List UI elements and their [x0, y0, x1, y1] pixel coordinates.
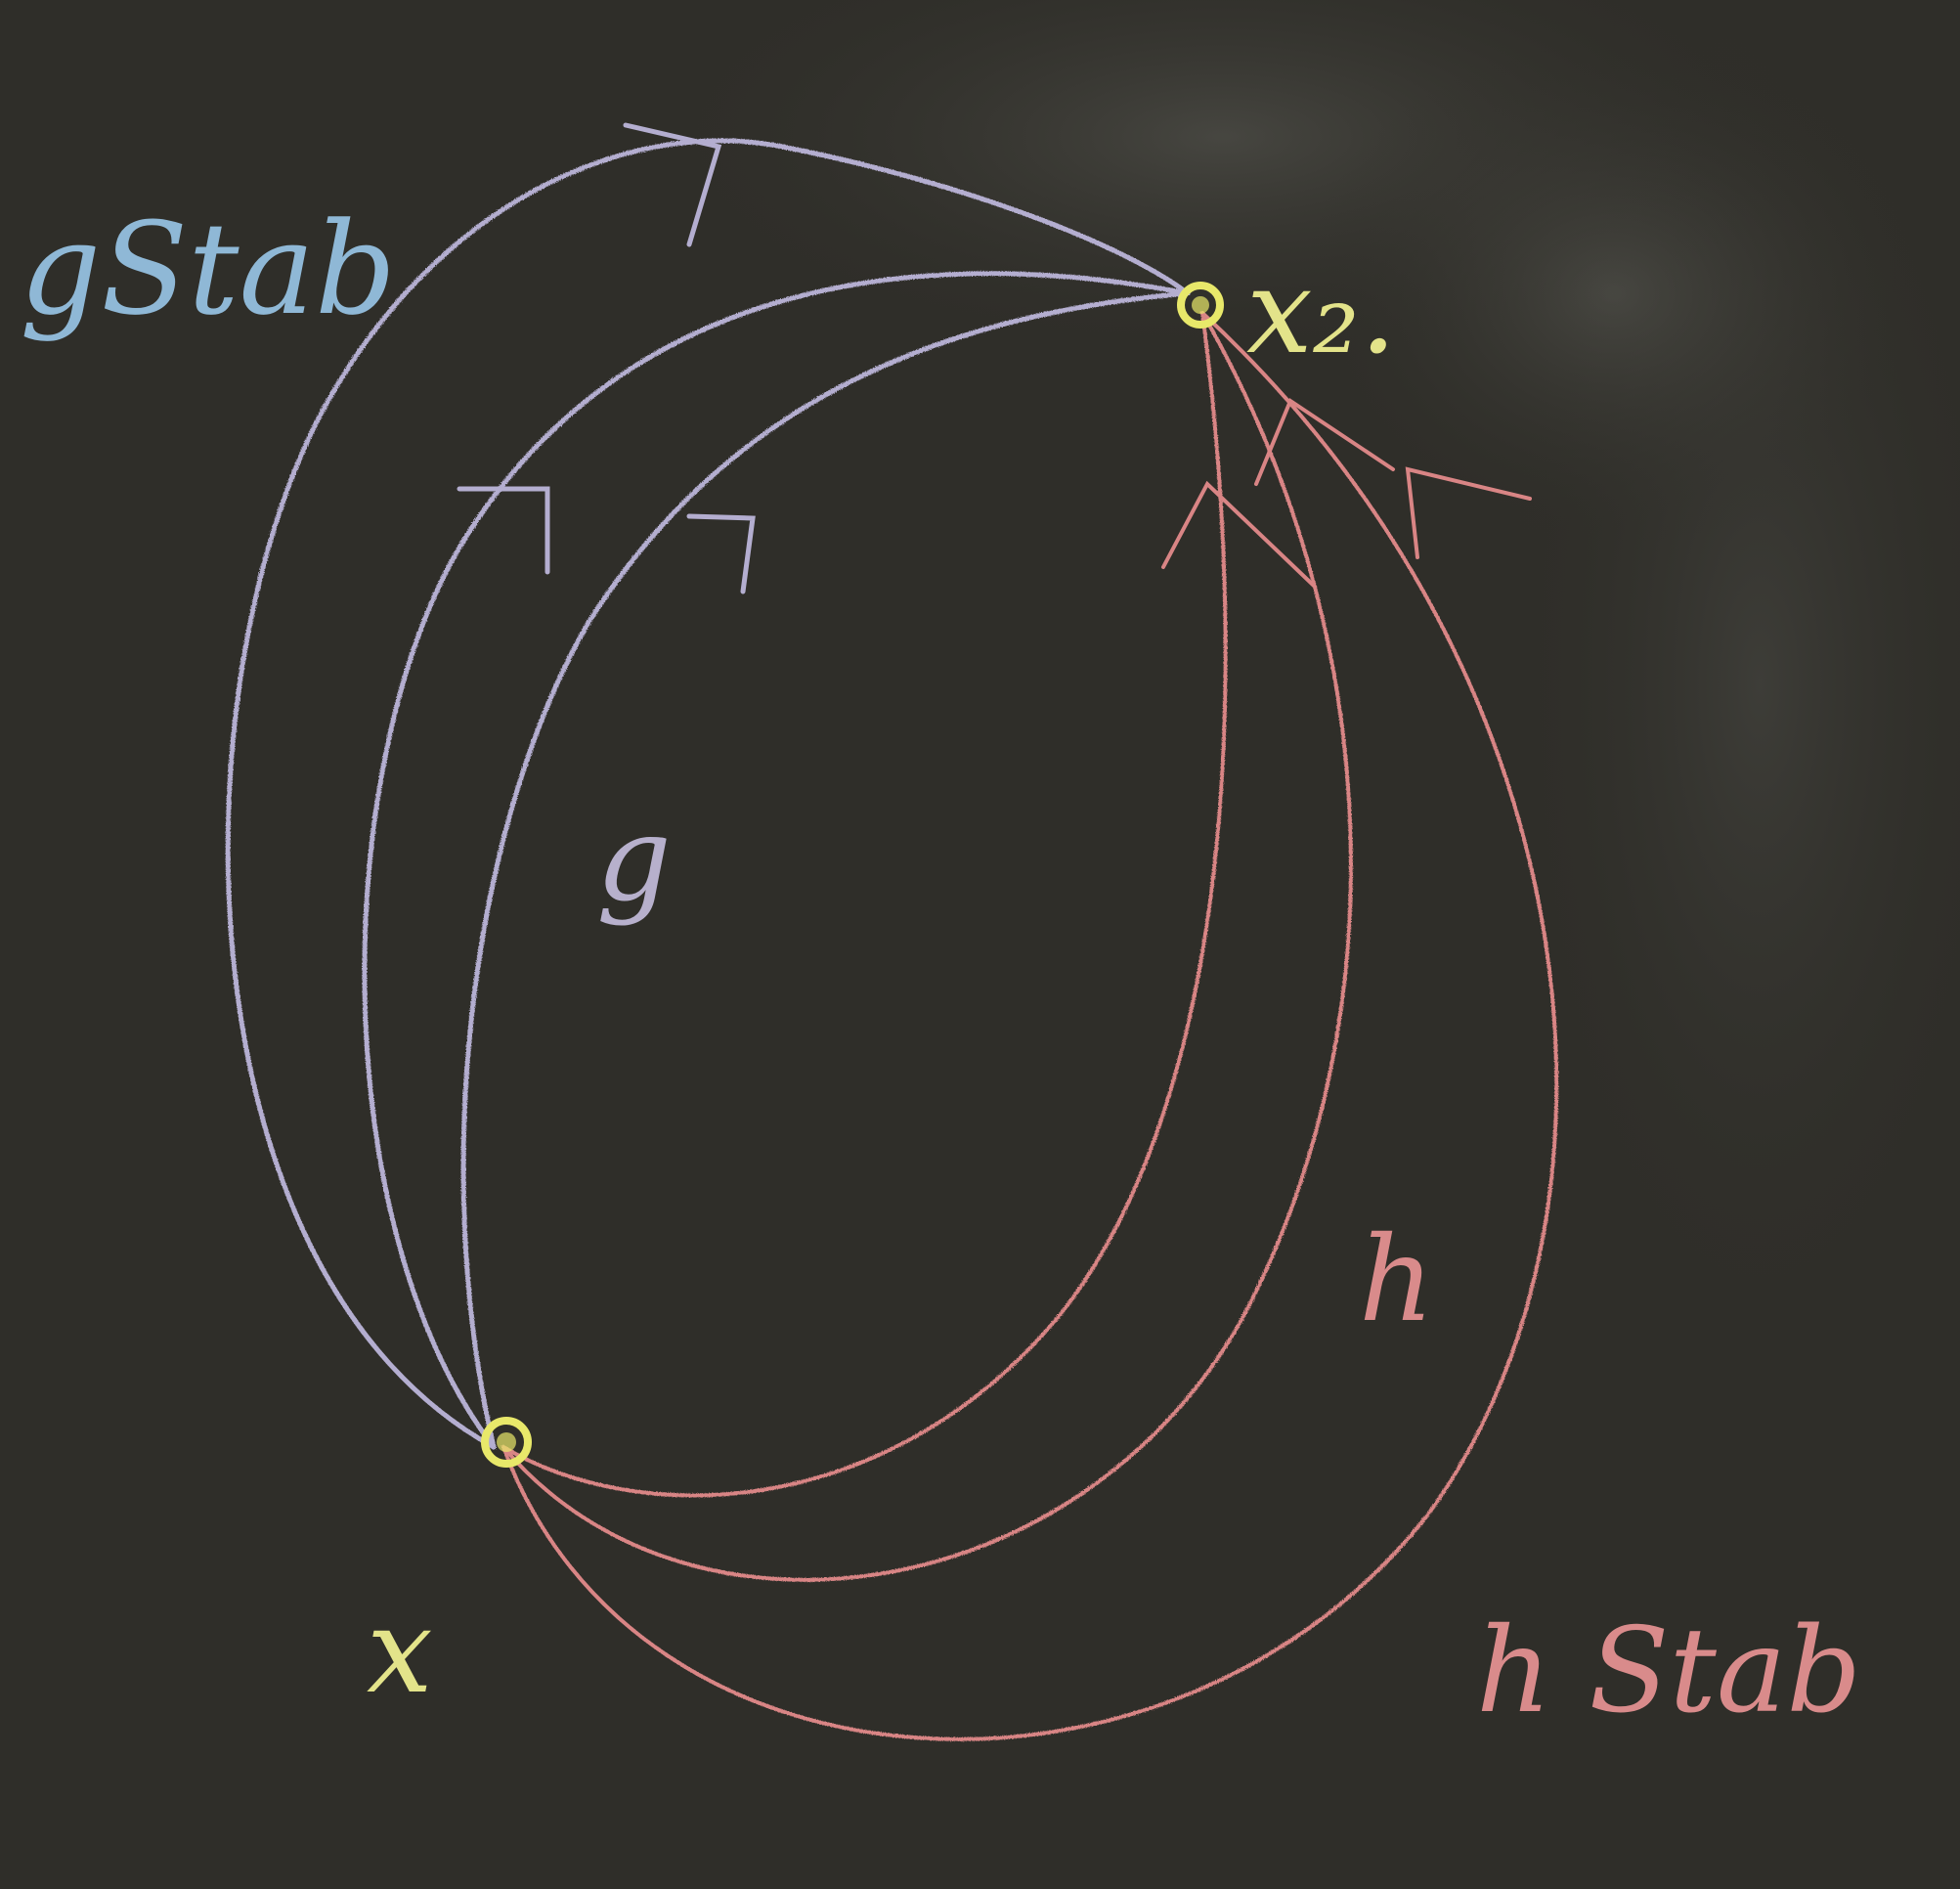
- h-arrows: [1161, 397, 1532, 589]
- point-x: [481, 1417, 532, 1468]
- h-path-inner: [501, 311, 1228, 1498]
- h-paths: [501, 311, 1559, 1741]
- point-x2-fill: [1192, 296, 1209, 314]
- g-path-middle: [362, 271, 1191, 1450]
- label-x: x: [367, 1584, 433, 1720]
- point-x2: [1177, 282, 1224, 329]
- arrow-head-icon: [686, 513, 756, 594]
- g-path-inner: [460, 290, 1191, 1450]
- points: [481, 282, 1224, 1468]
- g-arrows: [457, 122, 756, 594]
- chalk-smudge: [1300, 39, 1926, 548]
- arrow-head-icon: [457, 486, 550, 575]
- g-paths: [225, 138, 1191, 1450]
- label-h: h: [1359, 1212, 1434, 1348]
- arrow-head-icon: [1161, 480, 1317, 589]
- h-path-outer: [501, 311, 1559, 1741]
- h-path-middle: [501, 311, 1353, 1582]
- arrow-head-icon: [1405, 466, 1532, 559]
- label-g: g: [596, 792, 672, 928]
- point-x-fill: [497, 1432, 516, 1452]
- arrow-head-icon: [1254, 397, 1395, 486]
- label-g-stab: gStab: [20, 195, 396, 343]
- g-path-outer: [225, 138, 1191, 1450]
- label-h-stab: h Stab: [1476, 1603, 1861, 1739]
- label-x2: x₂.: [1246, 244, 1397, 380]
- arrow-head-icon: [623, 122, 722, 247]
